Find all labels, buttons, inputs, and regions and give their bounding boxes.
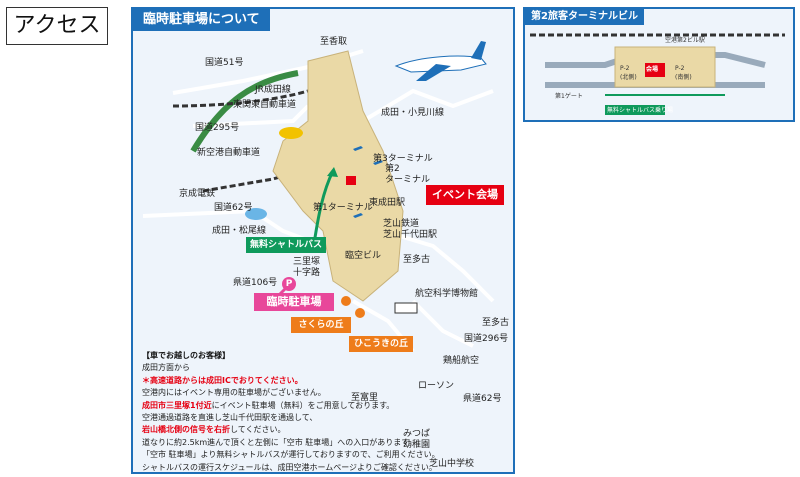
label-rinku-building: 臨空ビル [345,251,382,261]
inset-gate-label: 第1ゲート [555,93,583,100]
terminal2-map [530,33,785,115]
inset-venue-label: 会場 [646,66,659,73]
label-tatako-south: 至多古 [482,318,510,328]
temporary-parking-badge: 臨時駐車場 [254,293,334,311]
label-tomisato: 至富里 [351,393,379,403]
inset-station-label: 空港第2ビル駅 [665,37,705,44]
label-narita-obata: 成田・小見川線 [381,108,445,118]
label-route295: 国道295号 [195,123,240,133]
label-route51: 国道51号 [205,58,244,68]
event-marker [346,176,356,185]
airplane-icon [394,41,487,81]
inset-shuttle-stop-label: 無料シャトルバス乗り場 [607,107,674,114]
label-sanrizuka: 三里塚 十字路 [293,257,321,278]
inset-north-label: P-2 (北側) [620,65,637,81]
page-title: アクセス [6,7,108,45]
notes-emphasis: 成田市三里塚1付近 [142,400,212,410]
label-keisei: 京成電鉄 [179,189,216,199]
inset-title: 第2旅客ターミナルビル [525,9,644,25]
label-terminal2: 第2 ターミナル [385,164,431,185]
terminal2-inset-panel: 第2旅客ターミナルビル 空港第2ビル駅 会場 P-2 (北側) P-2 (南側)… [523,7,795,122]
label-narita-matsuo: 成田・松尾線 [212,226,267,236]
notes-line: 空港通過道路を直進し芝山千代田駅を通過して、 [142,413,318,423]
label-kohuku: 鶏船航空 [443,356,480,366]
label-higashi-kanto: 東関東自動車道 [233,100,297,110]
notes-line: 空港内にはイベント専用の駐車場がございません。 [142,388,326,398]
notes-line: 道なりに約2.5km進んで頂くと左側に「空市 駐車場」への入口があります。 [142,437,417,447]
label-mitsuba: みつば 幼稚園 [403,429,431,450]
label-shibayama-rail: 芝山鉄道 芝山千代田駅 [383,219,438,240]
label-higashi-narita: 東成田駅 [369,198,406,208]
label-shin-kuko: 新空港自動車道 [197,148,261,158]
notes-heading: 【車でお越しのお客様】 [142,351,230,360]
notes-line: ＊高速道路からは成田ICでおりてください。 [142,375,303,385]
car-access-notes: 【車でお越しのお客様】 成田方面から ＊高速道路からは成田ICでおりてください。… [142,350,472,472]
label-tatako-east: 至多古 [403,255,431,265]
map-panel-title: 臨時駐車場について [133,9,270,31]
label-jr-narita: JR成田線 [255,85,291,95]
inset-south-label: P-2 (南側) [675,65,692,81]
notes-emphasis: 岩山橋北側の信号を右折 [142,425,230,435]
sakura-hill-badge: さくらの丘 [291,317,351,333]
label-museum: 航空科学博物館 [415,289,479,299]
label-terminal3: 第3ターミナル [373,154,433,164]
label-shibayama-jhs: 芝山中学校 [429,459,475,469]
label-route296: 国道296号 [464,334,509,344]
label-terminal1: 第1ターミナル [313,203,373,213]
access-map-panel: 臨時駐車場について [131,7,515,474]
event-venue-badge: イベント会場 [426,185,504,205]
label-lawson: ローソン [418,381,455,391]
label-route62-right: 県道62号 [463,394,502,404]
label-shikatori: 至香取 [320,37,348,47]
shuttle-bus-badge: 無料シャトルバス [246,237,326,253]
access-map [142,49,495,353]
notes-line: 「空市 駐車場」より無料シャトルバスが運行しておりますので、ご利用ください。 [142,450,440,460]
notes-line: シャトルバスの運行スケジュールは、成田空港ホームページよりご確認ください。 [142,462,437,472]
notes-line: 成田方面から [142,363,190,373]
notes-line: 成田市三里塚1付近にイベント駐車場（無料）をご用意しております。 [142,400,395,410]
label-kendo106: 県道106号 [233,278,278,288]
notes-line: 岩山橋北側の信号を右折してください。 [142,425,286,435]
parking-mark: P [282,277,296,291]
label-route62-left: 国道62号 [214,203,253,213]
hikouki-hill-badge: ひこうきの丘 [349,336,413,352]
